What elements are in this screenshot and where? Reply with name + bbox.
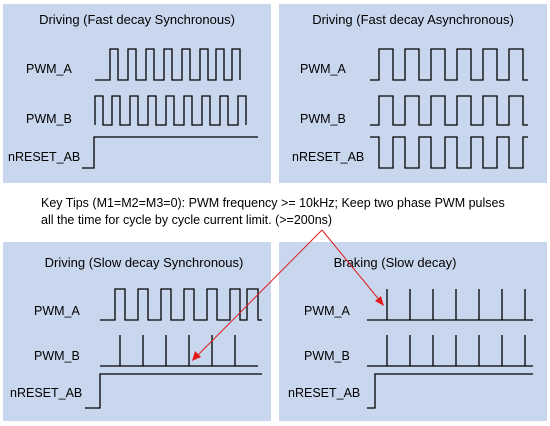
waveform-pwm-b <box>94 95 247 126</box>
panel-background <box>3 4 271 183</box>
panel-title: Driving (Fast decay Asynchronous) <box>312 12 514 27</box>
waveform-nreset-ab <box>85 373 262 409</box>
waveform-pwm-b <box>367 335 533 367</box>
panel-fast-decay-synchronous: Driving (Fast decay Synchronous) PWM_A P… <box>3 4 271 183</box>
waveform-nreset-ab <box>82 136 258 169</box>
waveform-pwm-a <box>100 288 262 321</box>
annotation-arrows <box>192 229 384 361</box>
waveform-pwm-a <box>370 48 528 81</box>
key-tips-line-2: all the time for cycle by cycle current … <box>41 213 332 227</box>
signal-label-nreset-ab: nRESET_AB <box>288 386 360 400</box>
panel-background <box>279 242 547 421</box>
signal-label-pwm-b: PWM_B <box>300 112 346 126</box>
signal-label-nreset-ab: nRESET_AB <box>10 386 82 400</box>
arrowhead-slow-decay <box>192 351 201 361</box>
panel-background <box>3 242 271 421</box>
signal-label-pwm-b: PWM_B <box>304 349 350 363</box>
key-tips: Key Tips (M1=M2=M3=0): PWM frequency >= … <box>41 196 505 227</box>
waveform-nreset-ab <box>367 373 533 409</box>
signal-label-nreset-ab: nRESET_AB <box>292 150 364 164</box>
panel-title: Driving (Slow decay Synchronous) <box>45 255 244 270</box>
waveform-pwm-b <box>100 335 258 367</box>
panel-slow-decay-synchronous: Driving (Slow decay Synchronous) PWM_A P… <box>3 242 271 421</box>
signal-label-pwm-b: PWM_B <box>26 112 72 126</box>
arrowhead-braking <box>375 296 384 306</box>
waveform-nreset-ab <box>370 136 528 169</box>
signal-label-pwm-a: PWM_A <box>26 62 73 76</box>
signal-label-pwm-a: PWM_A <box>304 304 351 318</box>
waveform-pwm-a <box>95 48 241 81</box>
key-tips-line-1: Key Tips (M1=M2=M3=0): PWM frequency >= … <box>41 196 505 210</box>
panel-title: Driving (Fast decay Synchronous) <box>39 12 235 27</box>
signal-label-nreset-ab: nRESET_AB <box>8 150 80 164</box>
panel-title: Braking (Slow decay) <box>334 255 457 270</box>
signal-label-pwm-a: PWM_A <box>300 62 347 76</box>
signal-label-pwm-b: PWM_B <box>34 349 80 363</box>
panel-fast-decay-asynchronous: Driving (Fast decay Asynchronous) PWM_A … <box>279 4 547 183</box>
arrow-to-slow-decay-pwm-b <box>195 229 323 358</box>
waveform-pwm-a <box>367 289 533 321</box>
signal-label-pwm-a: PWM_A <box>34 304 81 318</box>
panel-background <box>279 4 547 183</box>
waveform-pwm-b <box>370 95 528 126</box>
panel-braking-slow-decay: Braking (Slow decay) PWM_A PWM_B nRESET_… <box>279 242 547 421</box>
arrow-to-braking-pwm-a <box>321 229 382 303</box>
